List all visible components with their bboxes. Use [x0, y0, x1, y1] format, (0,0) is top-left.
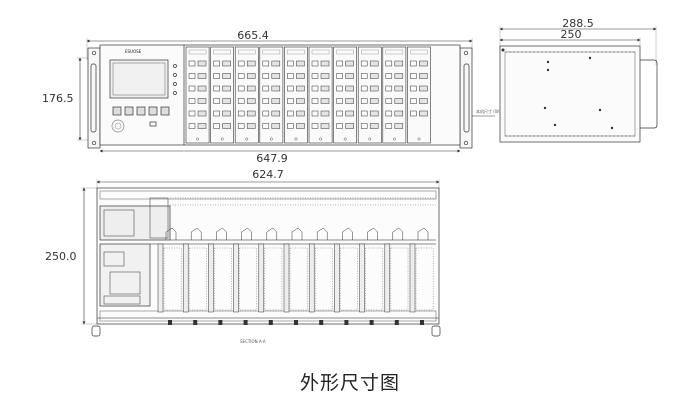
top-view-cards [157, 227, 434, 325]
top-card [334, 227, 358, 325]
top-view [81, 179, 441, 337]
module-slot [185, 46, 210, 144]
side-body-depth-dimension: 250 [561, 28, 582, 41]
top-card [359, 227, 384, 325]
figure-caption: 外形尺寸图 [299, 372, 400, 394]
front-height-dimension: 176.5 [42, 92, 74, 105]
top-card [283, 227, 308, 325]
front-inner-width-dimension: 647.9 [256, 152, 288, 165]
front-module-slots [185, 46, 431, 144]
top-card [409, 227, 434, 325]
module-slot [407, 46, 431, 144]
top-card [308, 227, 333, 325]
top-card [258, 227, 283, 325]
top-card [384, 227, 409, 325]
module-slot [382, 46, 407, 144]
front-note: 本机尺寸 (W×H) … [476, 108, 512, 114]
module-slot [357, 46, 382, 144]
top-card [208, 227, 232, 325]
top-card [233, 227, 258, 325]
brand-label: ESUOSE [125, 49, 142, 54]
module-slot [308, 46, 333, 144]
side-view [499, 26, 658, 143]
module-slot [234, 46, 259, 144]
module-slot [259, 46, 284, 144]
module-slot [210, 46, 235, 144]
side-total-depth-dimension: 288.5 [562, 17, 594, 30]
top-width-dimension: 624.7 [252, 168, 284, 181]
top-card [157, 227, 182, 325]
top-card [182, 227, 207, 325]
front-width-dimension: 665.4 [237, 29, 269, 42]
section-label: SECTION A-A [240, 339, 266, 344]
module-slot [333, 46, 358, 144]
top-depth-dimension: 250.0 [45, 250, 77, 263]
module-slot [284, 46, 308, 144]
